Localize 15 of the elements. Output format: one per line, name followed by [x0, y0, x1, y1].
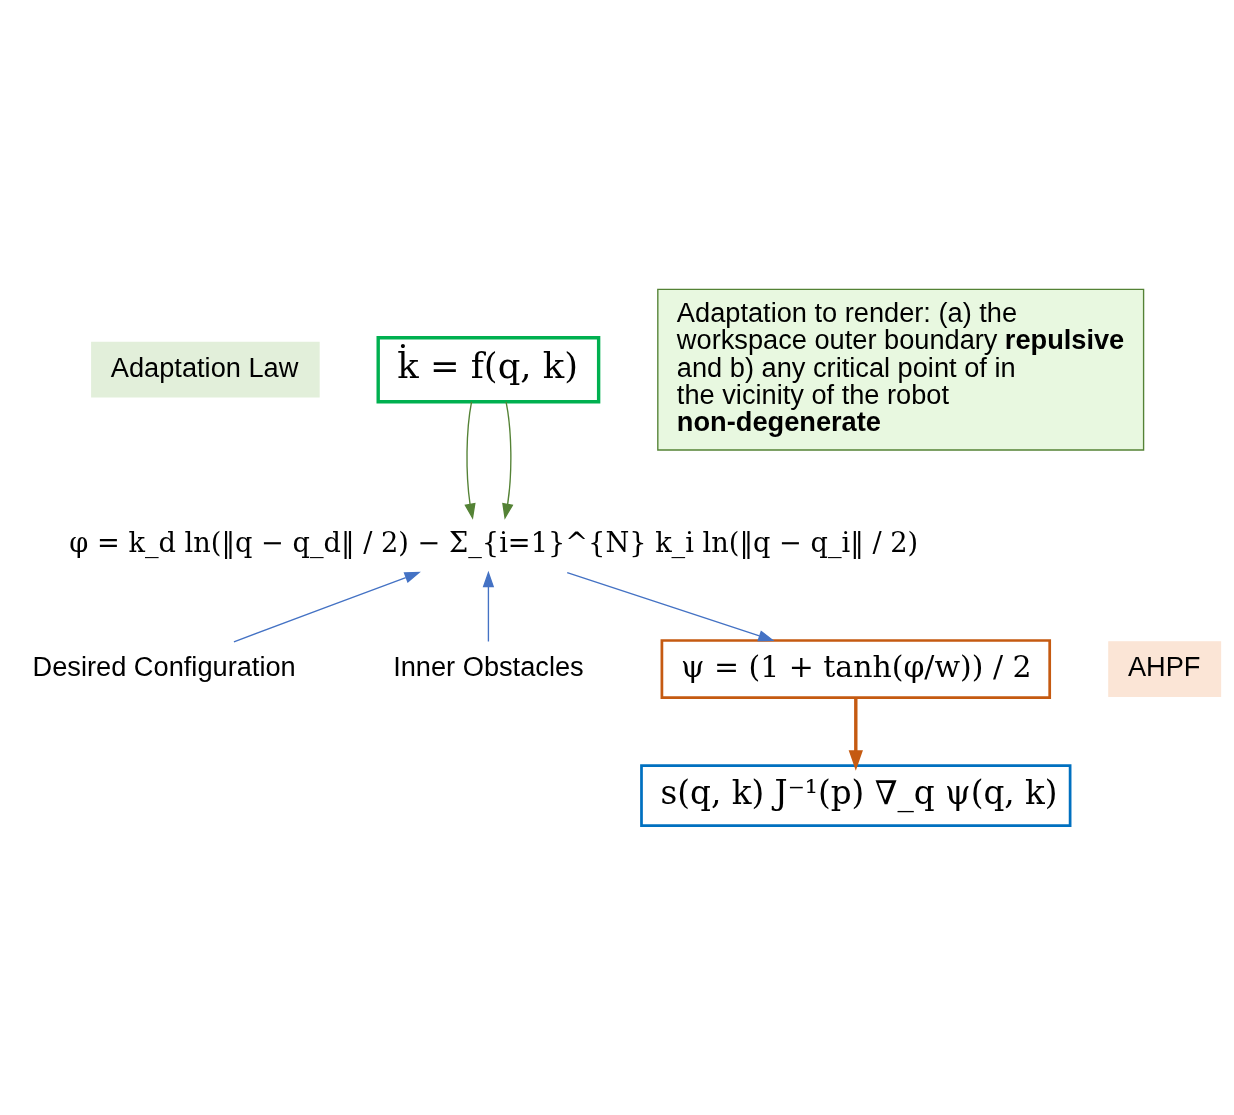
- arrow: [566, 571, 775, 642]
- node-box: Adaptation Law: [91, 341, 320, 398]
- node-box: s(q, k) J⁻¹(p) ∇_q ψ(q, k): [640, 764, 1072, 827]
- node-text: Inner Obstacles: [393, 650, 584, 682]
- node-box: k̇ = f(q, k): [376, 336, 601, 404]
- node-box: ψ = (1 + tanh(φ/w)) / 2: [660, 639, 1052, 699]
- arrow: [848, 697, 863, 771]
- node-box: Adaptation to render: (a) the workspace outer boundary repulsive and b) any critical point of in the vicinity of the robot non-degenerate: [657, 288, 1145, 451]
- node-text: Desired Configuration: [32, 650, 296, 682]
- node-box: AHPF: [1108, 641, 1222, 697]
- arrow: [482, 570, 495, 643]
- node-text: φ = k_d ln(‖q − q_d‖ / 2) − Σ_{i=1}^{N} k_i ln(‖q − q_i‖ / 2): [69, 527, 919, 559]
- arrow: [464, 401, 476, 520]
- arrow: [502, 401, 514, 520]
- arrow: [233, 571, 421, 643]
